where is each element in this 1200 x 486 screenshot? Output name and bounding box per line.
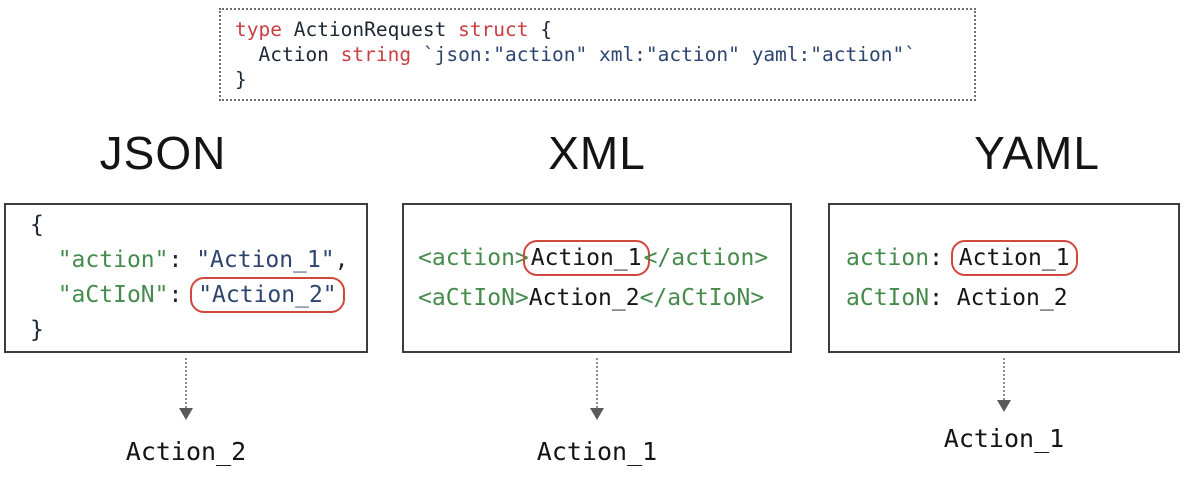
- code-token: ActionRequest: [293, 18, 459, 41]
- parsed-result-json: Action_2: [125, 437, 247, 466]
- code-token: string: [340, 43, 423, 66]
- parsed-result-yaml: Action_1: [943, 424, 1065, 453]
- arrow-down-icon: [179, 408, 193, 420]
- code-token: <action>: [418, 245, 529, 271]
- code-line: type ActionRequest struct {: [235, 17, 962, 42]
- code-line: Action string `json:"action" xml:"action…: [235, 42, 962, 67]
- code-line: action: Action_1: [846, 238, 1178, 278]
- code-token: :: [929, 245, 957, 271]
- code-line: {: [30, 208, 366, 243]
- code-token: `json:"action" xml:"action" yaml:"action…: [422, 43, 916, 66]
- result-arrow-line: [596, 358, 598, 408]
- code-token: type: [235, 18, 294, 41]
- code-line: aCtIoN: Action_2: [846, 278, 1178, 318]
- code-token: Action: [235, 43, 341, 66]
- code-token: aCtIoN: [846, 285, 930, 311]
- result-arrow-line: [185, 358, 187, 408]
- code-line: }: [30, 313, 366, 348]
- format-heading-json: JSON: [99, 127, 227, 179]
- code-box-json: { "action": "Action_1", "aCtIoN": "Actio…: [4, 203, 368, 353]
- code-token: {: [30, 212, 44, 238]
- code-token: :: [929, 285, 957, 311]
- arrow-down-icon: [997, 400, 1011, 412]
- code-token: :: [168, 247, 197, 273]
- code-token: :: [168, 282, 197, 308]
- code-token: </action>: [643, 245, 769, 271]
- code-token: "aCtIoN": [57, 282, 169, 308]
- arrow-down-icon: [590, 408, 604, 420]
- parsed-result-xml: Action_1: [536, 437, 658, 466]
- code-line: "aCtIoN": "Action_2": [30, 277, 366, 313]
- code-token: "Action_1": [196, 247, 335, 273]
- code-token: }: [30, 317, 44, 343]
- code-token: <aCtIoN>: [418, 285, 529, 311]
- column-xml: XML <action>Action_1</action><aCtIoN>Act…: [402, 126, 792, 466]
- highlight-ring: Action_1: [522, 240, 650, 276]
- code-line: "action": "Action_1",: [30, 243, 366, 278]
- code-token: </aCtIoN>: [639, 285, 765, 311]
- highlight-ring: Action_1: [950, 240, 1078, 276]
- code-token: [30, 282, 58, 308]
- code-line: <aCtIoN>Action_2</aCtIoN>: [418, 278, 790, 318]
- format-heading-xml: XML: [548, 127, 646, 179]
- code-token: Action_2: [528, 285, 640, 311]
- code-token: action: [846, 245, 930, 271]
- code-token: [30, 247, 58, 273]
- result-arrow-line: [1003, 358, 1005, 400]
- code-token: Action_2: [956, 285, 1068, 311]
- code-token: {: [540, 18, 553, 41]
- code-line: }: [235, 67, 962, 92]
- code-line: <action>Action_1</action>: [418, 238, 790, 278]
- code-token: }: [235, 68, 247, 91]
- code-box-xml: <action>Action_1</action><aCtIoN>Action_…: [402, 203, 792, 353]
- highlight-ring: "Action_2": [190, 277, 345, 313]
- format-heading-yaml: YAML: [974, 127, 1100, 179]
- code-token: "action": [57, 247, 169, 273]
- column-json: JSON { "action": "Action_1", "aCtIoN": "…: [4, 126, 368, 466]
- code-token: struct: [458, 18, 541, 41]
- go-struct-snippet-box: type ActionRequest struct { Action strin…: [219, 8, 976, 101]
- code-token: ,: [334, 247, 349, 273]
